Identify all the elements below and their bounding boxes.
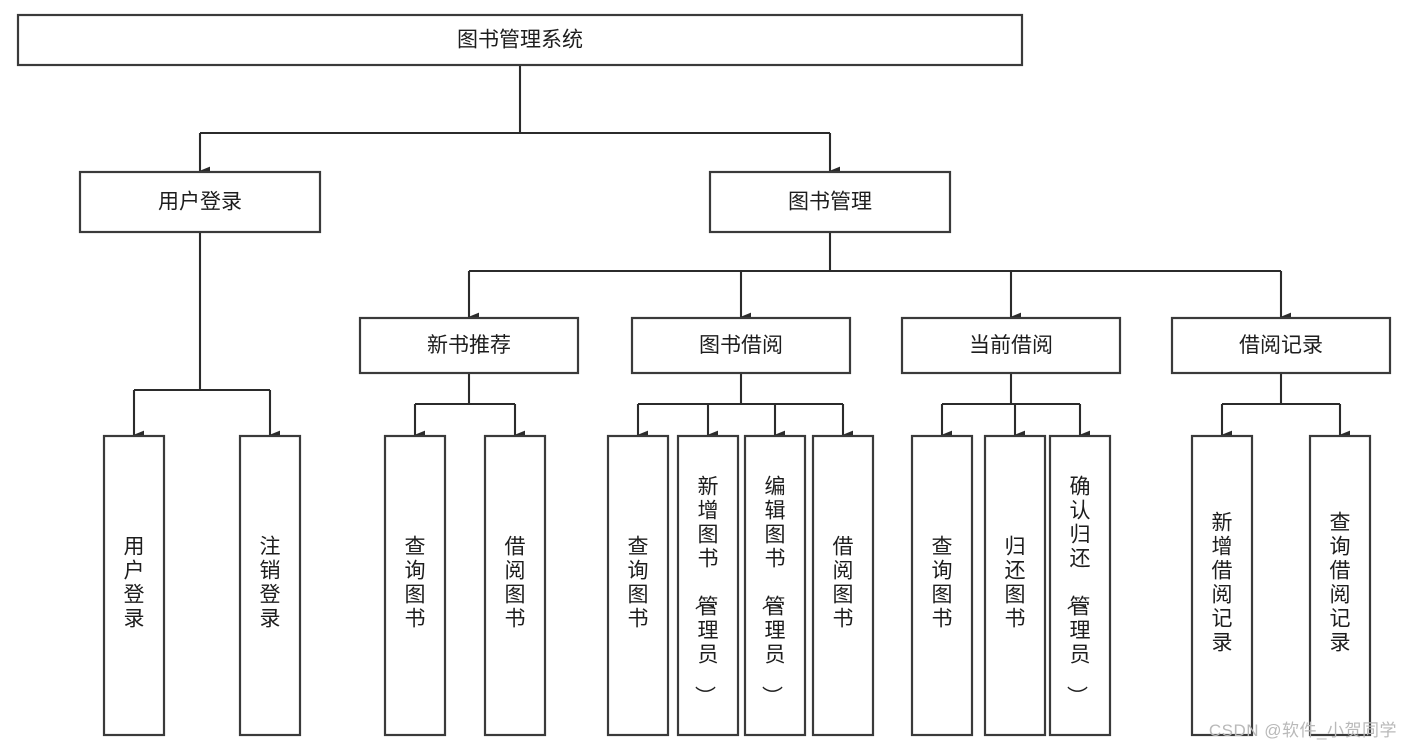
node-box-leaf-borrow-book-2 [811,434,875,737]
node-leaf-query-book-3[interactable]: 查询图书 [910,434,974,737]
node-label-leaf-query-book-3: 查询图书 [932,536,953,631]
node-label-leaf-user-logout: 注销登录 [260,536,281,631]
node-label-book-manage: 图书管理 [788,191,872,214]
node-label-leaf-borrow-book-1: 借阅图书 [505,536,526,631]
node-current-borrow[interactable]: 当前借阅 [900,316,1122,375]
node-box-leaf-edit-book [743,434,807,737]
node-leaf-edit-book[interactable]: 编辑图书（管理员） [743,434,807,737]
node-leaf-borrow-book-1[interactable]: 借阅图书 [483,434,547,737]
node-leaf-add-book[interactable]: 新增图书（管理员） [676,434,740,737]
node-label-current-borrow: 当前借阅 [969,334,1053,357]
node-leaf-query-record[interactable]: 查询借阅记录 [1308,434,1372,737]
node-label-leaf-add-book: 新增图书（管理员） [693,476,719,707]
node-box-leaf-return-book [983,434,1047,737]
node-box-current-borrow [900,316,1122,375]
node-label-leaf-add-record: 新增借阅记录 [1212,512,1233,655]
node-box-root [16,13,1024,67]
node-label-borrow-record: 借阅记录 [1239,334,1323,357]
node-new-book-rec[interactable]: 新书推荐 [358,316,580,375]
node-leaf-add-record[interactable]: 新增借阅记录 [1190,434,1254,737]
node-leaf-return-book[interactable]: 归还图书 [983,434,1047,737]
node-label-leaf-edit-book: 编辑图书（管理员） [760,476,786,707]
node-box-book-borrow [630,316,852,375]
node-box-leaf-add-record [1190,434,1254,737]
node-label-leaf-query-book-1: 查询图书 [405,536,426,631]
node-box-leaf-query-record [1308,434,1372,737]
node-label-leaf-confirm-return: 确认归还（管理员） [1065,476,1091,707]
node-box-leaf-query-book-2 [606,434,670,737]
node-label-leaf-borrow-book-2: 借阅图书 [833,536,854,631]
node-box-leaf-add-book [676,434,740,737]
edge-layer [132,65,1351,440]
node-label-root: 图书管理系统 [457,29,583,52]
node-leaf-user-login[interactable]: 用户登录 [102,434,166,737]
node-leaf-query-book-1[interactable]: 查询图书 [383,434,447,737]
node-box-user-login [78,170,322,234]
node-label-leaf-query-record: 查询借阅记录 [1330,512,1351,655]
node-leaf-user-logout[interactable]: 注销登录 [238,434,302,737]
node-label-leaf-user-login: 用户登录 [124,536,145,631]
node-book-borrow[interactable]: 图书借阅 [630,316,852,375]
node-box-leaf-confirm-return [1048,434,1112,737]
node-label-leaf-query-book-2: 查询图书 [628,536,649,631]
node-leaf-borrow-book-2[interactable]: 借阅图书 [811,434,875,737]
node-leaf-confirm-return[interactable]: 确认归还（管理员） [1048,434,1112,737]
node-box-leaf-user-logout [238,434,302,737]
node-borrow-record[interactable]: 借阅记录 [1170,316,1392,375]
node-label-user-login: 用户登录 [158,191,242,214]
node-layer: 图书管理系统用户登录图书管理新书推荐图书借阅当前借阅借阅记录用户登录注销登录查询… [16,13,1392,737]
node-box-leaf-query-book-3 [910,434,974,737]
node-book-manage[interactable]: 图书管理 [708,170,952,234]
node-leaf-query-book-2[interactable]: 查询图书 [606,434,670,737]
node-label-leaf-return-book: 归还图书 [1005,536,1026,631]
node-label-book-borrow: 图书借阅 [699,334,783,357]
node-box-borrow-record [1170,316,1392,375]
node-box-leaf-query-book-1 [383,434,447,737]
node-label-new-book-rec: 新书推荐 [427,334,511,357]
node-root[interactable]: 图书管理系统 [16,13,1024,67]
node-user-login[interactable]: 用户登录 [78,170,322,234]
node-box-leaf-user-login [102,434,166,737]
node-box-leaf-borrow-book-1 [483,434,547,737]
node-box-new-book-rec [358,316,580,375]
node-box-book-manage [708,170,952,234]
